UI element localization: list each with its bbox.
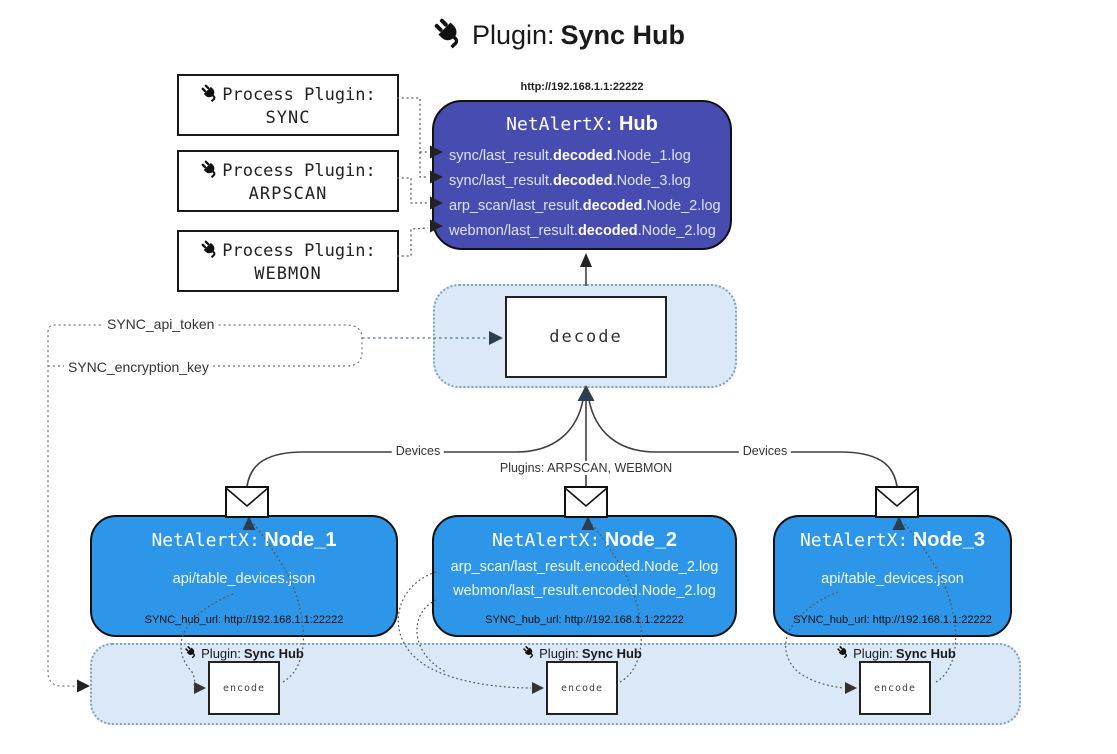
- envelope-icon: [225, 486, 269, 518]
- process-plugin-name: ARPSCAN: [248, 183, 328, 204]
- title-name: Sync Hub: [560, 20, 686, 50]
- envelope-icon: [564, 486, 608, 518]
- plug-icon: [200, 239, 220, 264]
- hub-box: NetAlertX: Hub sync/last_result.decoded.…: [432, 100, 732, 250]
- encode-box: encode: [208, 661, 280, 715]
- hub-log-line: webmon/last_result.decoded.Node_2.log: [449, 223, 716, 239]
- node-box-node-3: NetAlertX: Node_3 api/table_devices.json…: [773, 515, 1012, 637]
- encoder-plugin-label: Plugin:Sync Hub: [522, 645, 642, 662]
- sync-encryption-key-label: SYNC_encryption_key: [64, 359, 213, 375]
- node-file: api/table_devices.json: [821, 571, 964, 587]
- plug-icon: [200, 83, 220, 108]
- hub-log-line: sync/last_result.decoded.Node_1.log: [449, 148, 691, 164]
- plug-icon: [184, 645, 198, 662]
- process-plugin-label: Process Plugin:: [222, 161, 376, 181]
- encoder-plugin-label: Plugin:Sync Hub: [836, 645, 956, 662]
- node-file: arp_scan/last_result.encoded.Node_2.log: [450, 559, 719, 575]
- process-plugin-sync: Process Plugin: SYNC: [177, 74, 399, 136]
- title-prefix: Plugin:: [471, 20, 555, 50]
- devices-label-left: Devices: [391, 444, 445, 458]
- decode-box: decode: [505, 296, 667, 378]
- envelope-icon: [875, 486, 919, 518]
- node-hub-url: SYNC_hub_url: http://192.168.1.1:22222: [144, 614, 344, 626]
- node-box-node-2: NetAlertX: Node_2 arp_scan/last_result.e…: [432, 515, 737, 637]
- process-plugin-name: SYNC: [265, 107, 311, 128]
- devices-label-right: Devices: [738, 444, 792, 458]
- encode-box: encode: [859, 661, 931, 715]
- process-plugin-webmon: Process Plugin: WEBMON: [177, 230, 399, 292]
- plug-icon: [522, 645, 536, 662]
- process-plugin-name: WEBMON: [254, 263, 322, 284]
- plug-icon: [836, 645, 850, 662]
- hub-title-prefix: NetAlertX:: [506, 114, 615, 135]
- node-file: webmon/last_result.encoded.Node_2.log: [453, 583, 716, 599]
- node-title: NetAlertX: Node_3: [799, 529, 986, 551]
- node-file: api/table_devices.json: [172, 571, 316, 587]
- hub-url-label: http://192.168.1.1:22222: [520, 81, 644, 93]
- hub-log-line: sync/last_result.decoded.Node_3.log: [449, 173, 691, 189]
- hub-title: NetAlertX: Hub: [434, 110, 730, 140]
- plugins-label-center: Plugins: ARPSCAN, WEBMON: [495, 461, 677, 475]
- process-plugin-label: Process Plugin:: [222, 85, 376, 105]
- hub-log-line: arp_scan/last_result.decoded.Node_2.log: [449, 198, 721, 214]
- plug-icon: [432, 16, 466, 55]
- node-box-node-1: NetAlertX: Node_1 api/table_devices.json…: [90, 515, 398, 637]
- node-hub-url: SYNC_hub_url: http://192.168.1.1:22222: [485, 614, 684, 626]
- diagram-title: Plugin: Sync Hub: [0, 16, 1117, 55]
- process-plugin-arpscan: Process Plugin: ARPSCAN: [177, 150, 399, 212]
- node-title: NetAlertX: Node_2: [491, 529, 678, 551]
- encode-box: encode: [546, 661, 618, 715]
- node-title: NetAlertX: Node_1: [151, 529, 337, 551]
- plugin-hub-links: [397, 97, 429, 257]
- sync-api-token-label: SYNC_api_token: [103, 316, 219, 332]
- plug-icon: [200, 159, 220, 184]
- hub-title-name: Hub: [618, 113, 658, 135]
- node-hub-url: SYNC_hub_url: http://192.168.1.1:22222: [793, 614, 992, 626]
- encoder-plugin-label: Plugin:Sync Hub: [184, 645, 304, 662]
- process-plugin-label: Process Plugin:: [222, 241, 376, 261]
